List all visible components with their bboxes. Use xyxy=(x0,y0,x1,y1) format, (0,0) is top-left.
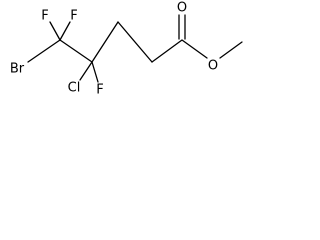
bond-c5-c4 xyxy=(59,39,93,63)
bond-c4-f3 xyxy=(91,61,99,83)
atom-label-cl: Cl xyxy=(68,81,81,96)
bond-oester-methyl xyxy=(219,41,243,59)
atom-label-f1: F xyxy=(41,9,48,24)
atom-label-f3: F xyxy=(96,83,103,98)
atom-label-br: Br xyxy=(10,62,25,77)
bond-c3-c2 xyxy=(117,21,153,63)
atom-label-carbonyl-oxygen: O xyxy=(177,1,187,16)
bond-c5-f1 xyxy=(49,21,61,41)
bond-c4-cl xyxy=(79,61,93,81)
atom-label-f2: F xyxy=(70,9,77,24)
bond-c1-oester xyxy=(181,39,208,59)
bond-c4-c3 xyxy=(91,21,119,63)
bond-c2-c1 xyxy=(151,39,183,63)
bond-c5-br xyxy=(27,39,61,63)
bond-c5-f2 xyxy=(59,21,71,41)
structure-diagram: F F Br Cl F O O xyxy=(10,1,243,98)
atom-label-ester-oxygen: O xyxy=(208,59,218,74)
